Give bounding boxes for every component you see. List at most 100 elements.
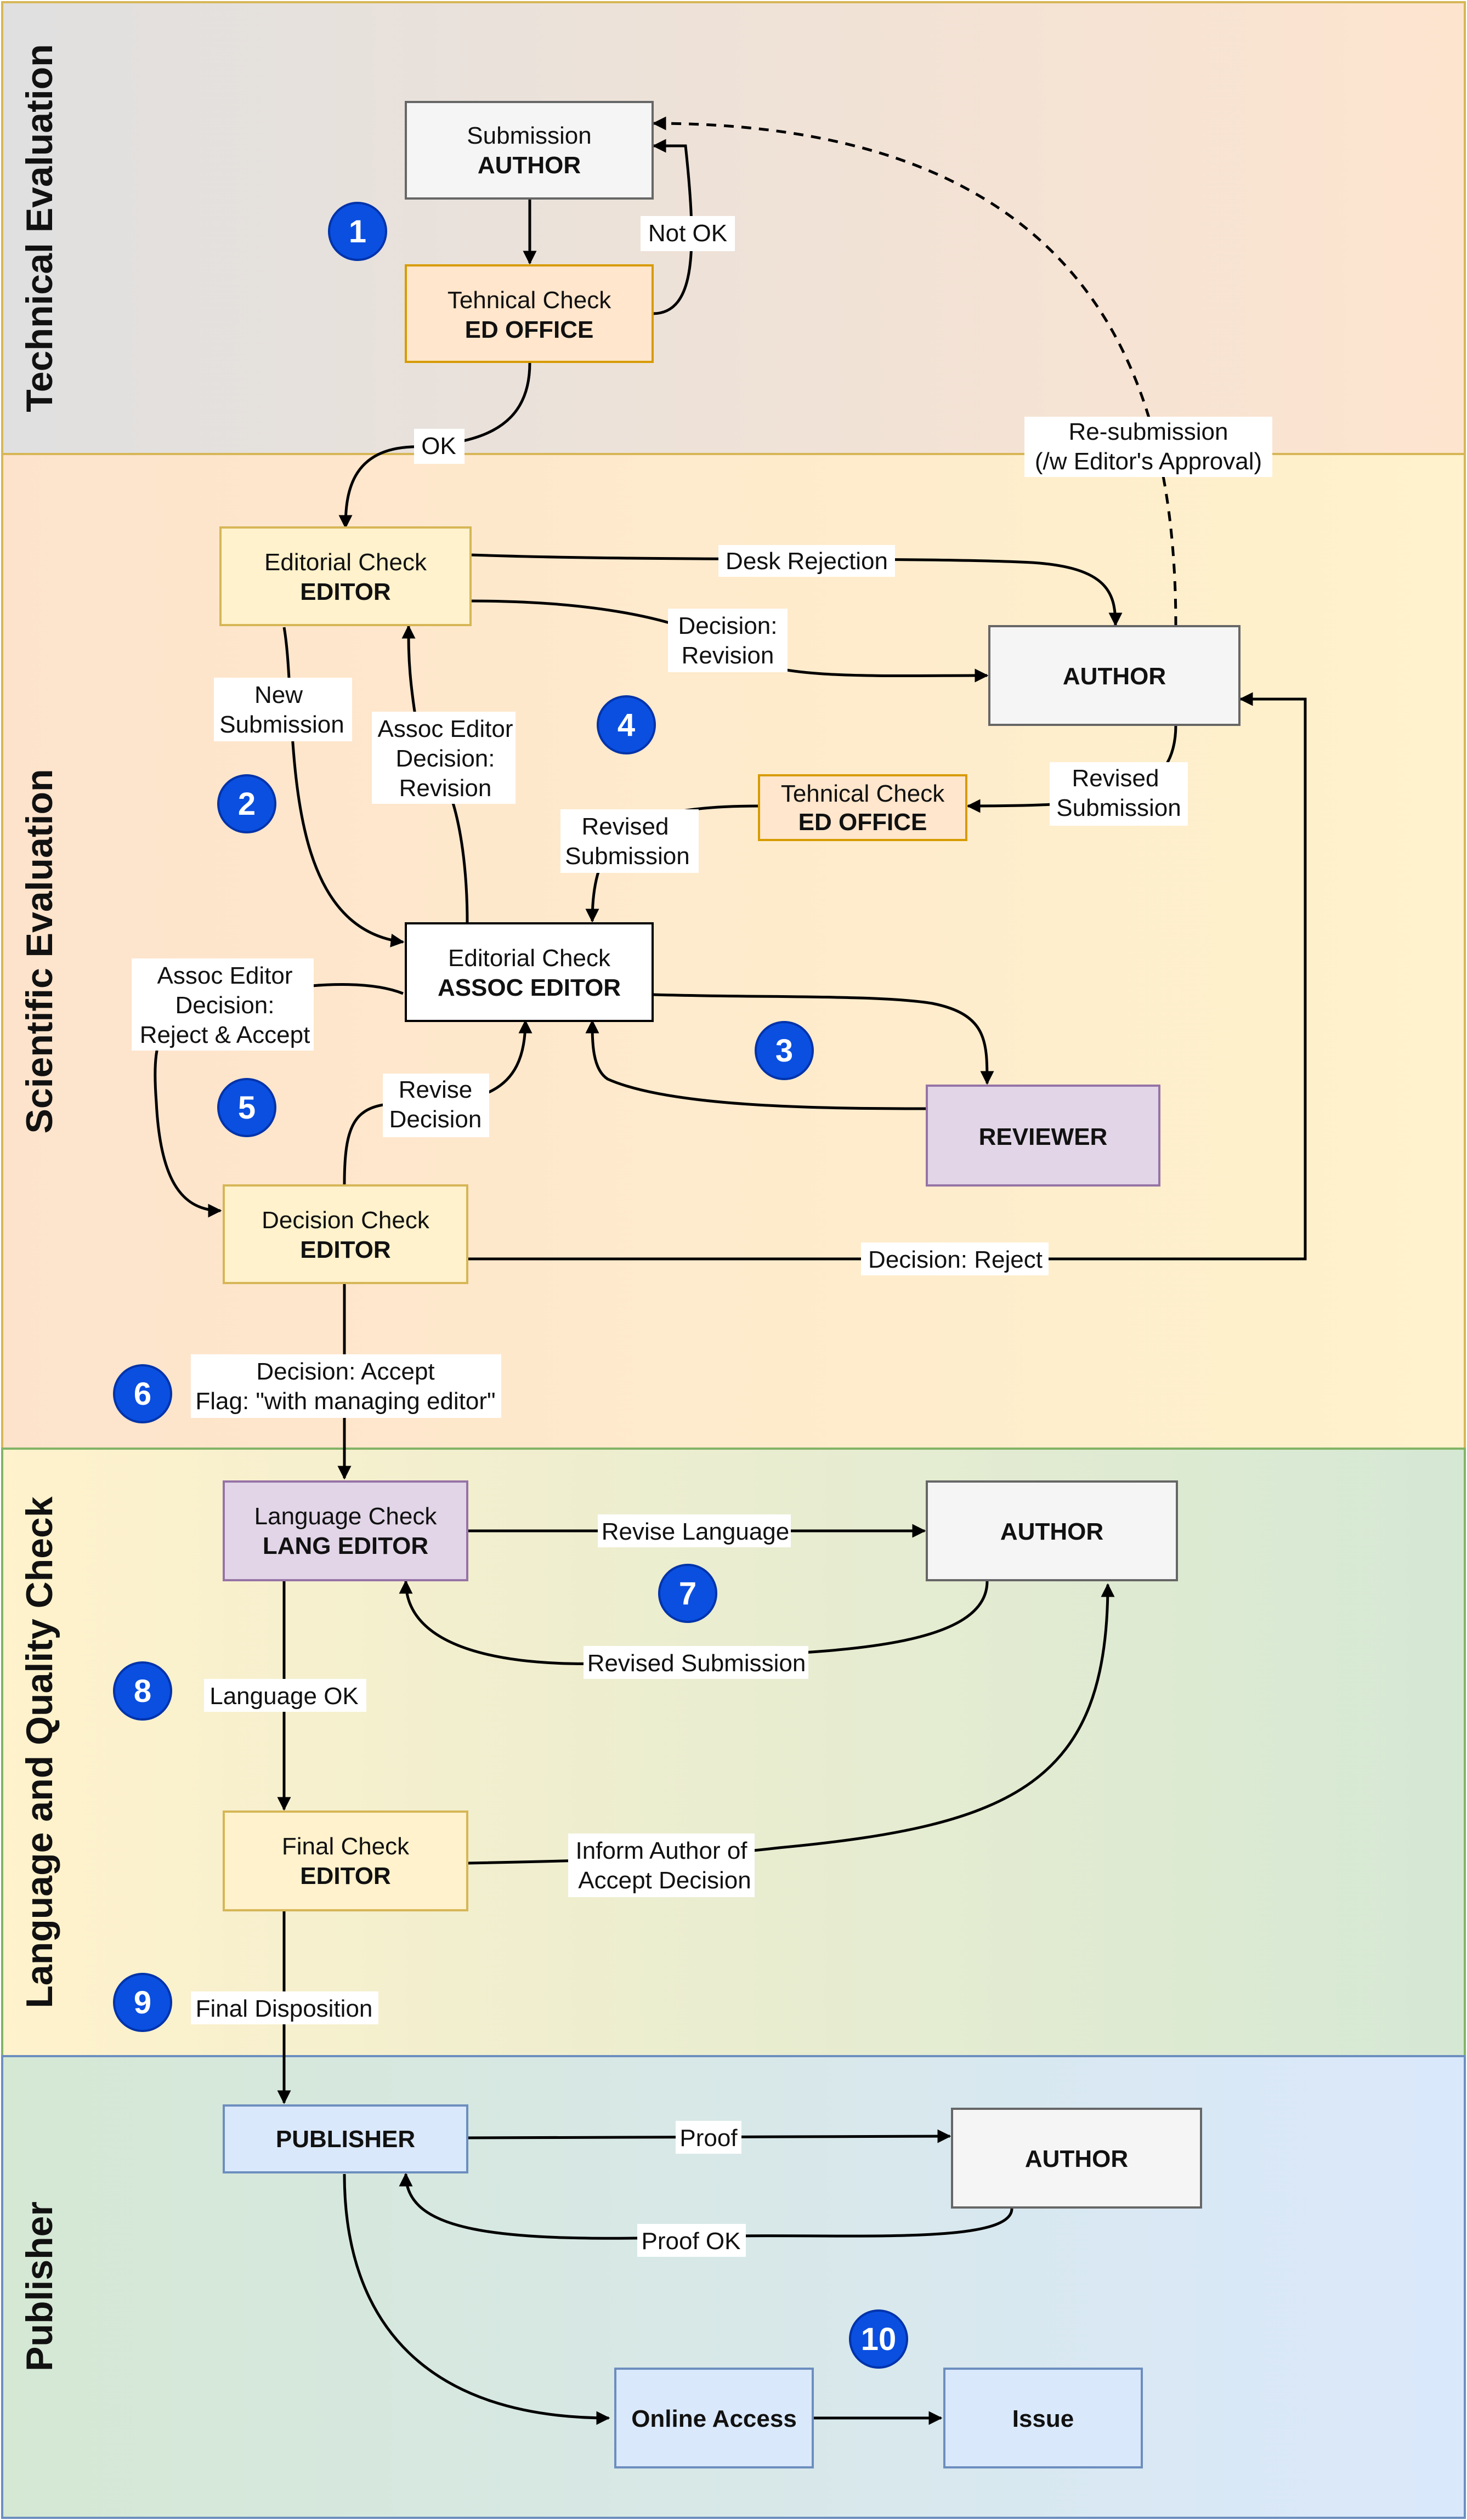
edge-reviewer-to-assoc	[585, 1019, 926, 1110]
step-badge-8: 8	[113, 1661, 172, 1721]
label-resubmission-2: (/w Editor's Approval)	[1035, 448, 1262, 475]
lane-language-title: Language and Quality Check	[19, 1496, 60, 2008]
node-language-check-line1: Language Check	[254, 1503, 438, 1530]
edge-not-ok	[652, 139, 693, 315]
label-new-submission-2: Submission	[219, 711, 344, 738]
node-decision-check-line1: Decision Check	[262, 1207, 430, 1234]
node-final-check: Final Check EDITOR	[223, 1810, 468, 1911]
step-badge-2: 2	[217, 774, 276, 833]
lane-technical-title: Technical Evaluation	[19, 44, 60, 412]
edge-publisher-to-online	[343, 2173, 610, 2425]
label-decision-revision-1: Decision:	[678, 612, 778, 639]
label-final-disposition: Final Disposition	[196, 1995, 373, 2022]
label-resubmission-1: Re-submission	[1069, 418, 1228, 445]
label-assoc-reject-accept-2: Decision:	[175, 992, 275, 1019]
label-revised-submission-tech-1: Revised	[582, 813, 669, 840]
label-assoc-revision-3: Revision	[399, 775, 492, 802]
node-technical-check-1: Tehnical Check ED OFFICE	[405, 264, 654, 363]
lane-scientific-title: Scientific Evaluation	[19, 769, 60, 1133]
label-revised-submission-author-2: Submission	[1056, 794, 1181, 821]
edge-to-reviewer	[652, 993, 994, 1085]
edge-desk-rejection	[470, 553, 1123, 627]
edge-resubmission	[652, 116, 1177, 627]
node-author-scientific: AUTHOR	[988, 625, 1241, 726]
node-editorial-check-assoc-line1: Editorial Check	[448, 945, 611, 972]
step-badge-1: 1	[328, 202, 387, 261]
node-editorial-check-editor: Editorial Check EDITOR	[219, 526, 472, 626]
label-inform-author-1: Inform Author of	[575, 1837, 747, 1864]
label-revise-decision-2: Decision	[389, 1106, 482, 1133]
node-final-check-line2: EDITOR	[300, 1863, 390, 1889]
node-author-publisher: AUTHOR	[951, 2108, 1202, 2209]
node-author-language-label: AUTHOR	[1000, 1518, 1103, 1545]
label-revise-decision-1: Revise	[399, 1076, 473, 1103]
node-editorial-check-assoc: Editorial Check ASSOC EDITOR	[405, 922, 654, 1022]
node-editorial-check-assoc-line2: ASSOC EDITOR	[438, 974, 621, 1001]
node-technical-check-1-line1: Tehnical Check	[448, 287, 611, 314]
label-decision-accept-1: Decision: Accept	[256, 1358, 434, 1385]
step-badge-6: 6	[113, 1364, 172, 1423]
step-badge-8-text: 8	[134, 1673, 151, 1709]
edge-new-submission	[282, 627, 405, 947]
label-assoc-reject-accept-3: Reject & Accept	[140, 1021, 310, 1048]
step-badge-4: 4	[597, 695, 656, 754]
label-revised-submission-tech-2: Submission	[565, 843, 689, 870]
step-badge-7-text: 7	[679, 1576, 696, 1611]
node-online-access: Online Access	[614, 2368, 814, 2468]
node-editorial-check-editor-line1: Editorial Check	[264, 549, 427, 576]
step-badge-4-text: 4	[618, 707, 635, 743]
label-assoc-revision-1: Assoc Editor	[378, 716, 513, 742]
step-badge-9: 9	[113, 1973, 172, 2032]
node-reviewer: REVIEWER	[926, 1085, 1160, 1187]
step-badge-5-text: 5	[238, 1090, 256, 1126]
step-badge-1-text: 1	[349, 214, 366, 249]
node-technical-check-2-line1: Tehnical Check	[781, 780, 945, 807]
label-decision-reject: Decision: Reject	[868, 1246, 1043, 1273]
node-language-check-line2: LANG EDITOR	[263, 1533, 428, 1559]
lane-publisher-title: Publisher	[19, 2201, 60, 2371]
node-language-check: Language Check LANG EDITOR	[223, 1480, 468, 1581]
step-badge-7: 7	[658, 1564, 717, 1623]
nodes: Submission AUTHOR Tehnical Check ED OFFI…	[219, 101, 1241, 2468]
edge-labels: Not OK OK Re-submission (/w Editor's App…	[132, 216, 1272, 2257]
node-technical-check-2-line2: ED OFFICE	[798, 809, 927, 836]
node-technical-check-2: Tehnical Check ED OFFICE	[758, 774, 967, 841]
node-issue: Issue	[943, 2368, 1143, 2468]
node-technical-check-1-line2: ED OFFICE	[465, 316, 594, 343]
label-revised-submission-lang: Revised Submission	[587, 1650, 806, 1677]
node-reviewer-label: REVIEWER	[979, 1123, 1108, 1150]
label-decision-accept-2: Flag: "with managing editor"	[195, 1388, 495, 1415]
label-new-submission-1: New	[254, 682, 303, 708]
step-badge-2-text: 2	[238, 786, 256, 822]
node-submission-author: Submission AUTHOR	[405, 101, 654, 200]
node-submission-author-line2: AUTHOR	[478, 152, 581, 179]
label-language-ok: Language OK	[209, 1683, 359, 1710]
label-proof-ok: Proof OK	[642, 2228, 741, 2255]
step-badge-10-text: 10	[861, 2322, 897, 2357]
node-editorial-check-editor-line2: EDITOR	[300, 578, 390, 605]
label-revise-language: Revise Language	[602, 1518, 789, 1545]
step-badge-3: 3	[755, 1021, 814, 1080]
step-badge-10: 10	[849, 2309, 908, 2369]
node-decision-check-line2: EDITOR	[300, 1236, 390, 1263]
step-badge-5: 5	[217, 1078, 276, 1137]
label-proof: Proof	[679, 2125, 738, 2152]
node-author-publisher-label: AUTHOR	[1025, 2146, 1128, 2172]
node-decision-check: Decision Check EDITOR	[223, 1184, 468, 1284]
label-assoc-reject-accept-1: Assoc Editor	[157, 962, 293, 989]
label-ok: OK	[421, 433, 456, 459]
label-decision-revision-2: Revision	[682, 642, 774, 669]
node-issue-label: Issue	[1012, 2405, 1074, 2432]
node-author-scientific-label: AUTHOR	[1063, 663, 1166, 690]
step-badge-9-text: 9	[134, 1985, 151, 2020]
node-publisher-label: PUBLISHER	[276, 2126, 415, 2153]
step-badges: 1 2 3 4 5 6 7 8	[113, 202, 908, 2369]
label-assoc-revision-2: Decision:	[396, 745, 495, 772]
node-publisher: PUBLISHER	[223, 2104, 468, 2173]
step-badge-6-text: 6	[134, 1376, 151, 1412]
node-submission-author-line1: Submission	[467, 122, 591, 149]
label-not-ok: Not OK	[648, 220, 727, 247]
node-final-check-line1: Final Check	[282, 1833, 410, 1860]
node-author-language: AUTHOR	[926, 1480, 1178, 1581]
